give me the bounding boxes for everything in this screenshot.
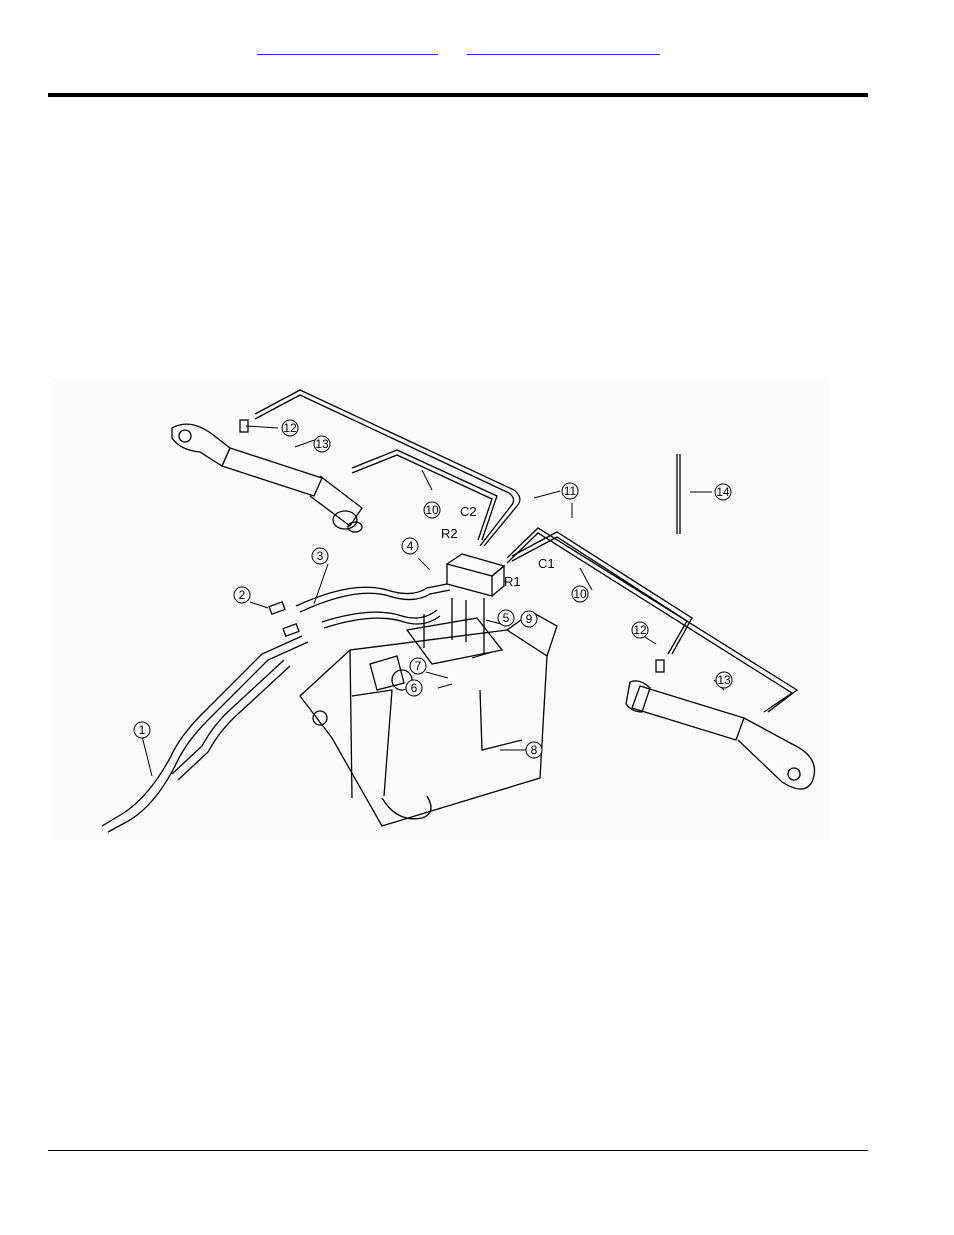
callout-label-10a: 10 (425, 503, 439, 517)
callout-label-9: 9 (526, 612, 533, 626)
callout-label-14: 14 (716, 485, 730, 499)
callout-label-8: 8 (531, 743, 538, 757)
hydraulic-parts-diagram: 1 2 3 4 5 6 7 8 9 10 10 11 12 12 13 13 1… (52, 378, 830, 840)
callout-label-7: 7 (415, 659, 422, 673)
callout-label-2: 2 (239, 588, 246, 602)
port-label-r2: R2 (441, 526, 458, 541)
header-link-1[interactable] (257, 40, 438, 55)
callout-label-12a: 12 (283, 421, 297, 435)
callout-label-5: 5 (503, 611, 510, 625)
callout-label-10b: 10 (573, 587, 587, 601)
footer-rule (48, 1150, 868, 1151)
callout-label-6: 6 (411, 681, 418, 695)
callout-label-11: 11 (564, 484, 577, 498)
callout-label-12b: 12 (633, 623, 647, 637)
port-label-r1: R1 (504, 574, 521, 589)
port-label-c2: C2 (460, 504, 477, 519)
callout-label-13b: 13 (717, 673, 731, 687)
header-link-2[interactable] (467, 40, 660, 55)
port-label-c1: C1 (538, 556, 555, 571)
callout-label-1: 1 (139, 723, 146, 737)
callout-label-4: 4 (407, 539, 414, 553)
callout-label-3: 3 (317, 549, 324, 563)
callout-label-13a: 13 (315, 437, 329, 451)
header-rule (48, 93, 868, 97)
